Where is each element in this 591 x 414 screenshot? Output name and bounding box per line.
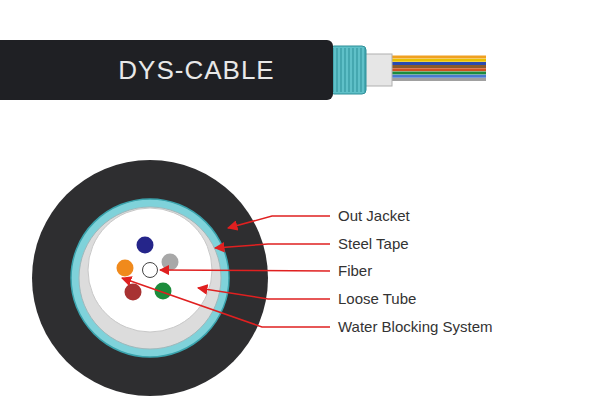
fiber-strands — [380, 57, 486, 79]
leader-line — [160, 270, 330, 271]
part-label: Water Blocking System — [336, 318, 495, 336]
leader-line — [228, 216, 330, 228]
fiber-dot — [162, 254, 179, 271]
leader-line — [215, 244, 330, 248]
corrugation-ridge — [349, 48, 350, 92]
fiber-dot — [137, 237, 154, 254]
fiber-strand — [380, 56, 486, 59]
cable-jacket: DYS-CABLE — [0, 40, 333, 100]
corrugation-ridge — [353, 48, 354, 92]
fiber-strand — [380, 59, 486, 62]
fiber-strand — [380, 65, 486, 68]
fiber-strand — [380, 68, 486, 71]
corrugation-ridge — [357, 48, 358, 92]
corrugation-ridge — [337, 48, 338, 92]
fiber-strand — [380, 78, 486, 81]
part-label: Steel Tape — [336, 235, 411, 253]
corrugation-ridge — [345, 48, 346, 92]
leader-line — [198, 288, 330, 299]
fiber-strand — [380, 62, 486, 65]
water-blocking-section — [79, 207, 221, 349]
part-label: Fiber — [336, 262, 374, 280]
fiber-dot — [143, 263, 158, 278]
corrugation-ridge — [365, 48, 366, 92]
fiber-dot — [125, 284, 142, 301]
steel-tape-section — [71, 199, 229, 357]
part-label: Loose Tube — [336, 290, 418, 308]
steel-tape-side — [330, 46, 366, 94]
corrugation-ridge — [341, 48, 342, 92]
part-label: Out Jacket — [336, 207, 412, 225]
cable-brand: DYS-CABLE — [118, 55, 274, 86]
leader-line — [122, 278, 330, 327]
corrugation-ridge — [361, 48, 362, 92]
steel-tape-corrugation — [333, 48, 365, 92]
fiber-strand — [380, 72, 486, 75]
outer-jacket-section — [32, 160, 268, 396]
fiber-dot — [117, 260, 134, 277]
fiber-strand — [380, 75, 486, 78]
